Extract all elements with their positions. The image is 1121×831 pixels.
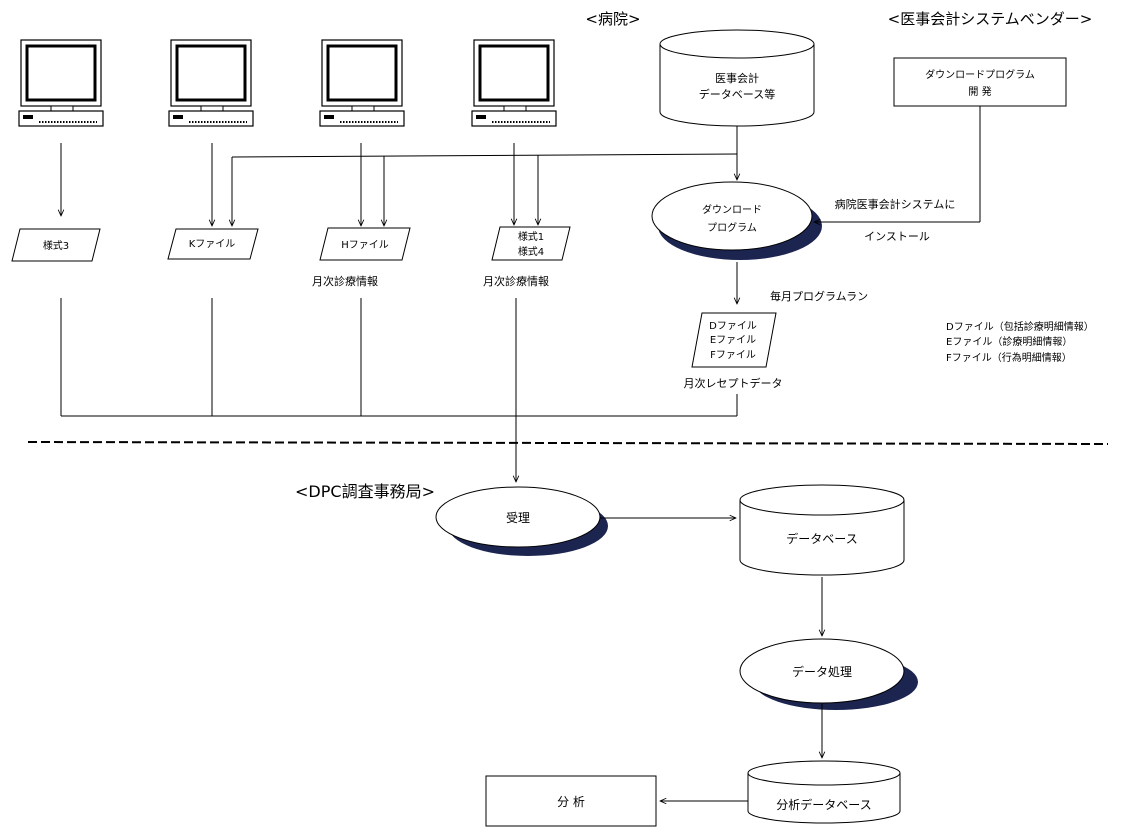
k-file-label: Kファイル [189, 239, 236, 250]
monthly-run-label: 毎月プログラムラン [770, 289, 868, 303]
download-program-line1: ダウンロード [702, 203, 762, 216]
analysis-label: 分 析 [557, 795, 585, 809]
section-divider [27, 441, 1109, 445]
form1-label: 様式1 [518, 230, 544, 243]
accounting-database: 医事会計 データベース等 [659, 29, 815, 127]
monthly-clinical-h-label: 月次診療情報 [312, 274, 378, 288]
download-program-line2: プログラム [707, 221, 757, 234]
k-file: Kファイル [167, 228, 259, 260]
computer-icon [167, 38, 255, 128]
section-vendor-label: <医事会計システムベンダー> [888, 10, 1093, 28]
download-program: ダウンロード プログラム [651, 181, 822, 260]
section-dpc-label: <DPC調査事務局> [295, 482, 435, 501]
section-hospital-label: <病院> [585, 10, 640, 28]
analysis-database: 分析データベース [747, 760, 901, 824]
hospital-connectors [61, 106, 981, 482]
form1-4-file: 様式1 様式4 [491, 226, 571, 261]
d-file-label: Dファイル [709, 321, 757, 332]
data-processing-node: データ処理 [739, 638, 918, 710]
vendor-dev-box: ダウンロードプログラム 開 発 [893, 57, 1067, 107]
form3-file: 様式3 [11, 228, 101, 262]
computer-icon [318, 38, 406, 128]
receipt-node: 受理 [435, 486, 608, 556]
analysis-db-label: 分析データベース [776, 797, 871, 812]
data-processing-label: データ処理 [792, 664, 852, 679]
monthly-receipt-label: 月次レセプトデータ [684, 376, 783, 390]
h-file-label: Hファイル [341, 240, 389, 251]
vendor-dev-line2: 開 発 [968, 85, 991, 98]
form4-label: 様式4 [518, 245, 544, 258]
h-file: Hファイル [319, 227, 411, 261]
def-files: Dファイル Eファイル Fファイル [691, 312, 777, 368]
f-file-label: Fファイル [710, 350, 756, 361]
install-label-2: インストール [864, 230, 930, 243]
accounting-db-line1: 医事会計 [715, 71, 759, 85]
receipt-label: 受理 [506, 511, 530, 525]
dpc-database: データベース [739, 484, 905, 576]
monthly-clinical-form-label: 月次診療情報 [483, 274, 549, 288]
file-legend: Dファイル（包括診療明細情報） Eファイル（診療明細情報） Fファイル（行為明細… [946, 320, 1094, 364]
form3-label: 様式3 [43, 239, 69, 252]
computer-icon [17, 38, 105, 128]
dpc-connectors [600, 518, 822, 801]
install-label-1: 病院医事会計システムに [835, 197, 956, 211]
vendor-dev-line1: ダウンロードプログラム [925, 68, 1035, 81]
legend-e: Eファイル（診療明細情報） [946, 335, 1072, 348]
dpc-database-label: データベース [786, 531, 857, 546]
legend-f: Fファイル（行為明細情報） [946, 351, 1072, 364]
analysis-box: 分 析 [485, 775, 657, 827]
computer-icon [470, 38, 558, 128]
accounting-db-line2: データベース等 [699, 87, 775, 101]
e-file-label: Eファイル [710, 335, 756, 346]
legend-d: Dファイル（包括診療明細情報） [946, 320, 1094, 333]
